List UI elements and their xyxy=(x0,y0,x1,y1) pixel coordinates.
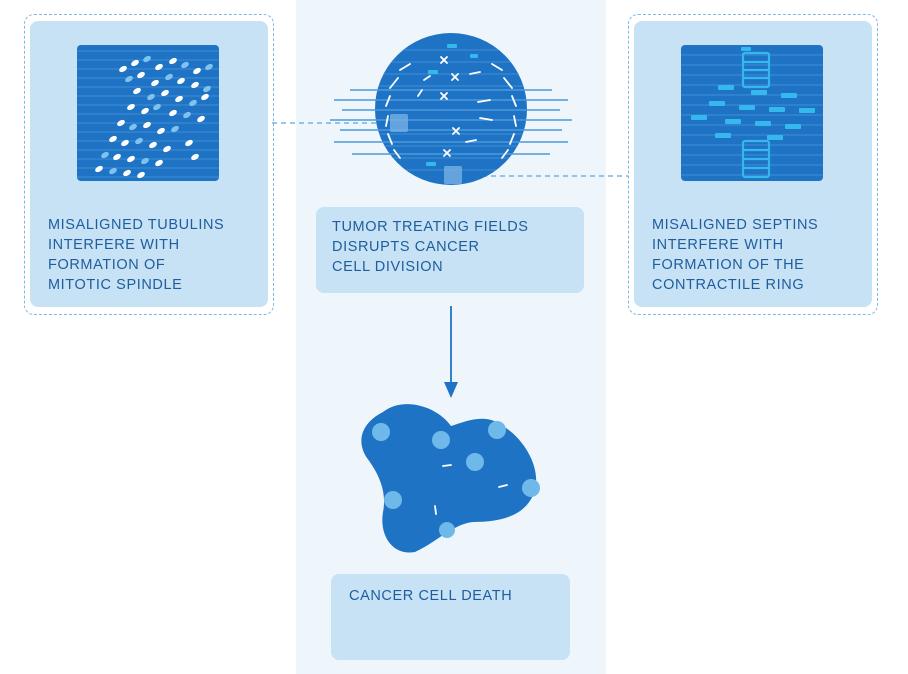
tubulin-mark xyxy=(183,111,191,119)
highlight-square-left xyxy=(390,114,408,132)
tubulin-mark xyxy=(147,93,155,101)
field-lines xyxy=(330,89,572,155)
tubulin-mark xyxy=(163,145,171,153)
tubulin-mark xyxy=(125,75,133,83)
septin-icon xyxy=(681,47,823,179)
tubulin-mark xyxy=(203,85,211,93)
chromosome-marks xyxy=(440,56,460,157)
septin-bars xyxy=(691,47,815,140)
tubulin-icon xyxy=(77,50,219,179)
tubulin-mark xyxy=(133,87,141,95)
tubulin-mark xyxy=(191,81,199,89)
cell-body xyxy=(375,33,527,185)
cell-cyan-bars xyxy=(426,44,478,166)
tubulin-mark xyxy=(155,63,163,71)
result-panel: CANCER CELL DEATH xyxy=(331,574,570,660)
tubulin-mark xyxy=(127,103,135,111)
tubulin-mark xyxy=(189,99,197,107)
tubulin-mark xyxy=(141,107,149,115)
result-panel-caption: CANCER CELL DEATH xyxy=(349,588,513,604)
tubulin-mark xyxy=(205,63,213,71)
dead-cell-dashes xyxy=(434,464,508,515)
septin-ladder-top xyxy=(741,51,771,89)
center-panel-caption: TUMOR TREATING FIELDS DISRUPTS CANCER CE… xyxy=(332,219,529,275)
right-panel: MISALIGNED SEPTINS INTERFERE WITH FORMAT… xyxy=(634,21,872,307)
tubulin-mark xyxy=(109,167,117,175)
septin-illustration xyxy=(681,45,823,181)
tubulin-mark xyxy=(149,141,157,149)
left-panel: MISALIGNED TUBULINS INTERFERE WITH FORMA… xyxy=(30,21,268,307)
dead-cell-body xyxy=(361,404,537,553)
tubulin-mark xyxy=(197,115,205,123)
septin-ladder-bottom xyxy=(741,139,771,179)
tubulin-mark xyxy=(193,67,201,75)
tubulin-mark xyxy=(95,165,103,173)
arrow-down-icon xyxy=(444,306,458,398)
left-panel-frame xyxy=(24,14,274,315)
tubulin-mark xyxy=(161,89,169,97)
tubulin-mark xyxy=(141,157,149,165)
tubulin-mark xyxy=(143,55,151,63)
right-panel-caption: MISALIGNED SEPTINS INTERFERE WITH FORMAT… xyxy=(652,217,819,293)
tubulin-mark xyxy=(181,61,189,69)
tubulin-mark xyxy=(119,65,127,73)
tubulin-mark xyxy=(177,77,185,85)
tubulin-mark xyxy=(137,71,145,79)
left-panel-caption: MISALIGNED TUBULINS INTERFERE WITH FORMA… xyxy=(48,217,225,293)
dead-cell-dots xyxy=(372,421,540,538)
tubulin-mark xyxy=(151,79,159,87)
tubulin-mark xyxy=(101,151,109,159)
tubulin-illustration xyxy=(77,45,219,181)
tubulin-mark xyxy=(127,155,135,163)
tubulin-mark xyxy=(135,137,143,145)
dividing-cell-icon xyxy=(330,33,572,185)
tubulin-mark xyxy=(169,109,177,117)
spindle-dashes xyxy=(385,63,517,159)
tubulin-mark xyxy=(153,103,161,111)
tubulin-mark xyxy=(137,171,145,179)
tubulin-mark xyxy=(155,159,163,167)
tubulin-mark xyxy=(157,127,165,135)
tubulin-mark xyxy=(191,153,199,161)
tubulin-mark xyxy=(169,57,177,65)
center-panel: TUMOR TREATING FIELDS DISRUPTS CANCER CE… xyxy=(316,207,584,293)
tubulin-mark xyxy=(165,73,173,81)
highlight-square-bottom xyxy=(444,166,462,184)
tubulin-mark xyxy=(131,59,139,67)
tubulin-mark xyxy=(185,139,193,147)
tubulin-mark xyxy=(123,169,131,177)
tubulin-mark xyxy=(109,135,117,143)
tubulin-mark xyxy=(117,119,125,127)
tubulin-mark xyxy=(113,153,121,161)
tubulin-mark xyxy=(129,123,137,131)
tubulin-mark xyxy=(171,125,179,133)
dead-cell-icon xyxy=(361,404,540,553)
right-panel-frame xyxy=(628,14,878,315)
tubulin-mark xyxy=(201,93,209,101)
tubulin-mark xyxy=(175,95,183,103)
tubulin-mark xyxy=(121,139,129,147)
tubulin-mark xyxy=(143,121,151,129)
